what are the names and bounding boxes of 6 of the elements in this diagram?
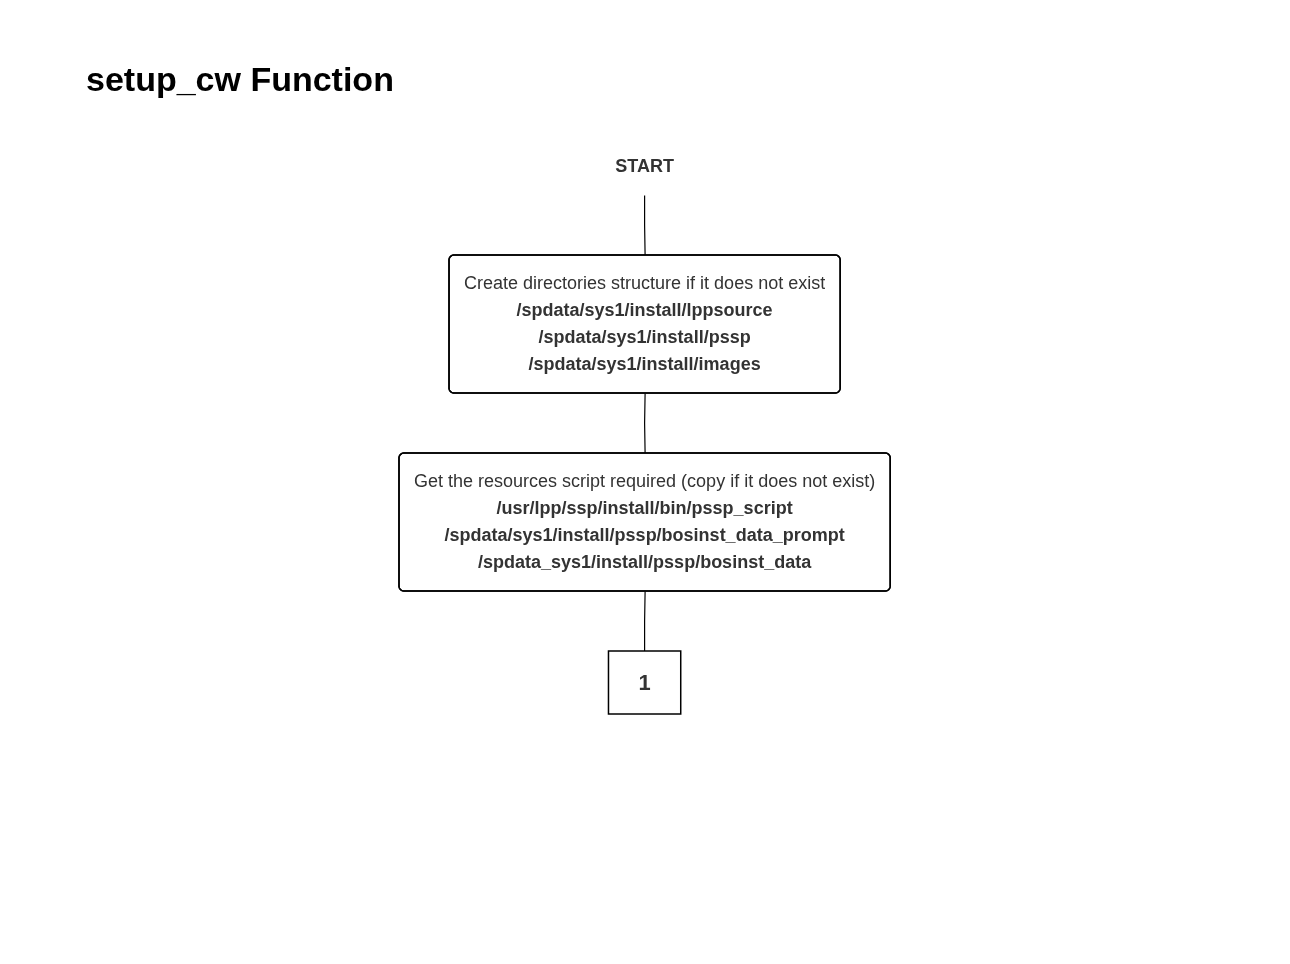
connector xyxy=(644,392,647,455)
connector xyxy=(644,590,647,652)
node-text: START xyxy=(615,156,675,176)
node-box: 1 xyxy=(608,650,682,715)
diagram-title: setup_cw Function xyxy=(86,60,395,99)
connector xyxy=(644,194,647,257)
